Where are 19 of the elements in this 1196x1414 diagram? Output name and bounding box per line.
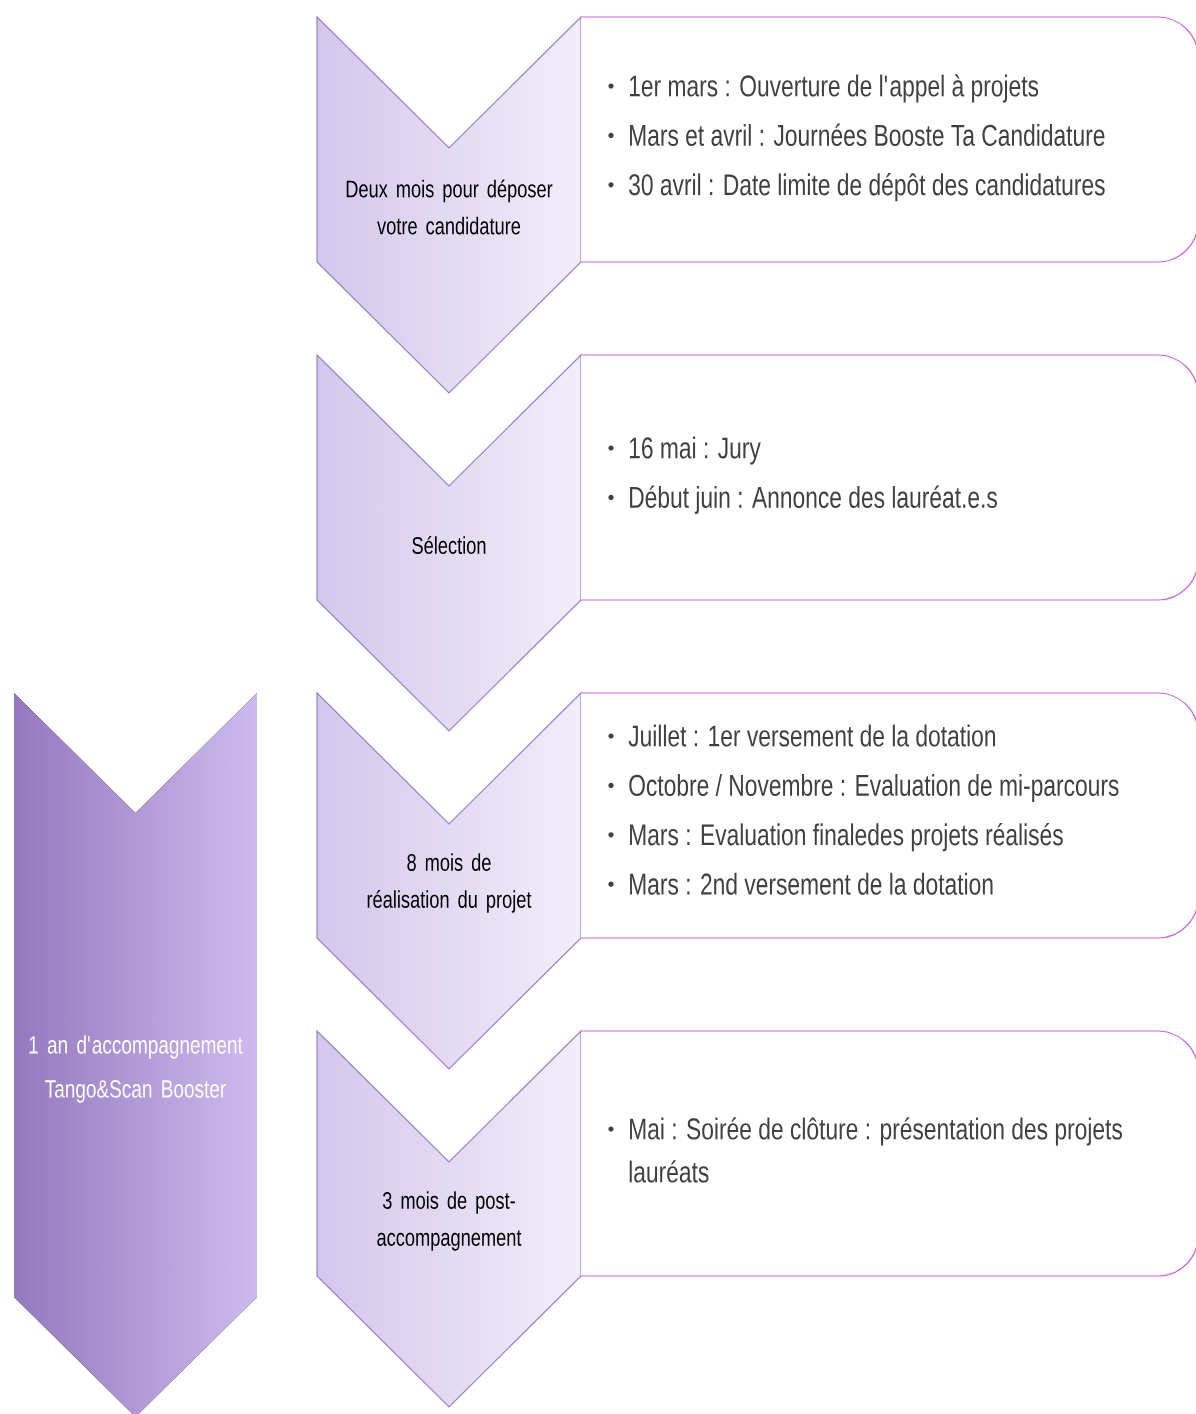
list-box [580, 692, 1196, 939]
step-banner: 8 mois de réalisation du projet [316, 691, 582, 1070]
bullet-item: Mars et avril : Journées Booste Ta Candidature [630, 123, 1105, 146]
bullet-item: 16 mai : Jury [629, 436, 761, 465]
bullet-item: Début juin : Annonce des lauréat.e.s [630, 485, 997, 514]
bullet-item: Octobre / Novembre : Evaluation de mi-parcours [629, 773, 1119, 802]
phase-banner: 1 an d'accompagnement Tango&Scan Booster [14, 693, 257, 1414]
bullet-item: Mai : Soirée de clôture : présentation des projets lauréats [629, 1117, 1122, 1183]
list-box [580, 16, 1196, 263]
bullet-item: Juillet : 1er versement de la dotation [628, 724, 995, 747]
list-box [580, 1030, 1196, 1277]
bullet-item: Mars : Evaluation finaledes projets réalisés [630, 823, 1063, 852]
step-banner: Deux mois pour déposer votre candidature [316, 15, 582, 394]
step-banner: 3 mois de post-accompagnement [316, 1029, 582, 1408]
step-banner: Sélection [316, 353, 582, 732]
bullet-item: 30 avril : Date limite de dépôt des candidatures [629, 173, 1105, 202]
bullet-item: Mars : 2nd versement de la dotation [630, 872, 993, 895]
bullet-item: 1er mars : Ouverture de l'appel à projets [629, 74, 1039, 103]
list-box [580, 354, 1196, 601]
